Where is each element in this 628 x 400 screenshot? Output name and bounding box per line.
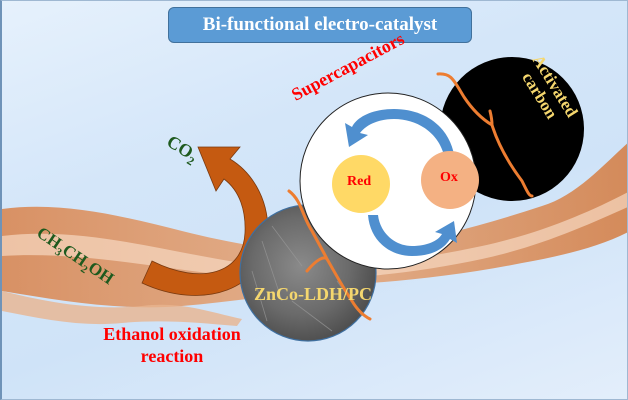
eor-line1: Ethanol oxidation (103, 324, 241, 344)
eor-line2: reaction (140, 346, 204, 366)
title-banner: Bi-functional electro-catalyst (168, 7, 472, 43)
red-label: Red (347, 174, 372, 189)
ox-label: Ox (440, 170, 458, 185)
cycle-arrow-bottom (368, 215, 457, 256)
red-circle (332, 155, 390, 213)
carbon-bracket (436, 72, 534, 198)
catalyst-label: ZnCo-LDH/PC (254, 284, 373, 304)
catalyst-bracket (287, 189, 372, 321)
cycle-arrow-top (345, 109, 455, 161)
water-wave-highlight (2, 192, 627, 280)
activated-carbon-circle (440, 57, 584, 201)
water-wave-lower (2, 291, 242, 326)
ox-circle (421, 151, 479, 209)
eor-label: Ethanol oxidation reaction (82, 323, 262, 367)
